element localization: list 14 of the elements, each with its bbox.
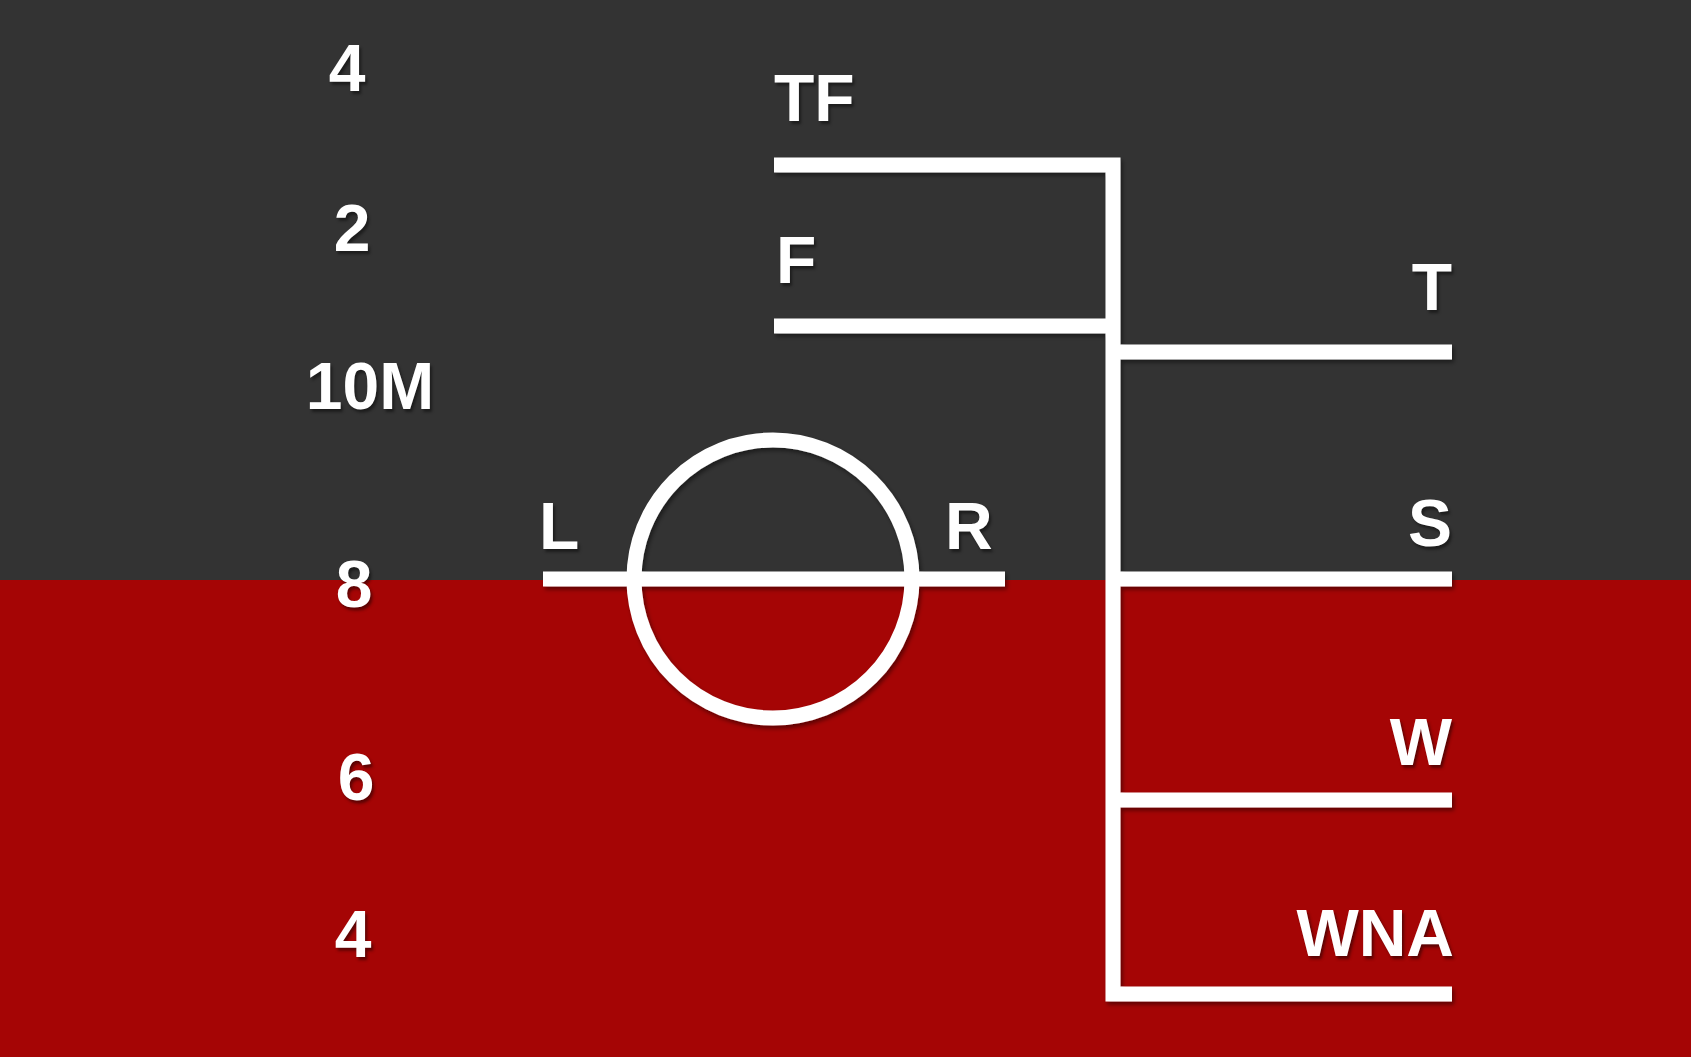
scale-number: 10M (305, 353, 435, 419)
branch-label: F (776, 227, 817, 293)
side-label: L (539, 493, 580, 559)
branch-label: T (1411, 254, 1452, 320)
scale-number: 4 (334, 901, 372, 967)
scale-number: 8 (335, 551, 373, 617)
branch-label: S (1407, 490, 1452, 556)
branch-label: TF (774, 65, 855, 131)
scale-number: 2 (333, 195, 371, 261)
side-label: R (945, 493, 993, 559)
scale-number: 4 (328, 35, 366, 101)
scale-number: 6 (337, 744, 375, 810)
branch-label: WNA (1296, 900, 1454, 966)
branch-label: W (1389, 709, 1452, 775)
